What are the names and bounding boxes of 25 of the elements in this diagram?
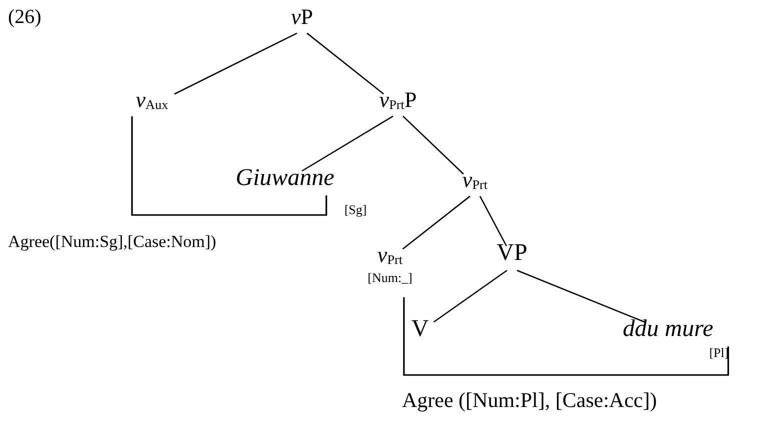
edge-label: Agree ([Num:Pl], [Case:Acc])	[402, 389, 657, 412]
tree-branch	[402, 196, 470, 250]
tree-node-label: v$_{Prt}$	[377, 243, 403, 268]
feature-label: [Sg]	[344, 203, 367, 218]
tree-node-label: VP	[496, 240, 528, 266]
tree-node-label: ddu mure	[622, 316, 714, 342]
tree-node-label: v$_{Prt}$	[462, 168, 488, 192]
tree-node-label: V	[411, 316, 429, 342]
feature-label: [Num:_]	[368, 271, 412, 286]
agree-line	[403, 297, 730, 376]
example-number: (26)	[8, 6, 42, 29]
tree-node-label: Giuwanne	[236, 165, 334, 192]
tree-branch	[306, 32, 384, 94]
agree-line	[131, 116, 328, 216]
tree-branch	[479, 196, 508, 246]
tree-branch	[433, 270, 508, 323]
tree-node-label: vP	[291, 5, 313, 30]
tree-node-label: v$_{Prt}$P	[379, 88, 417, 112]
tree-branch	[302, 116, 394, 172]
tree-branch	[516, 270, 645, 323]
feature-label: [Pl]	[709, 346, 729, 360]
tree-branch	[174, 32, 298, 95]
edge-label: Agree([Num:Sg],[Case:Nom])	[8, 233, 216, 252]
tree-node-label: v$_{Aux}$	[136, 88, 168, 112]
tree-branch	[402, 116, 464, 174]
